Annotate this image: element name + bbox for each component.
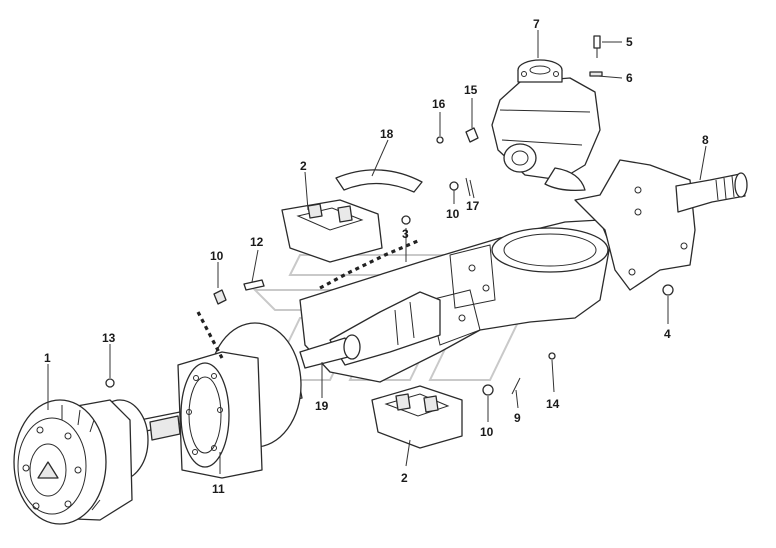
callout-9: 9 <box>514 411 521 425</box>
spring-seat-upper <box>281 199 383 263</box>
brake-backing-plate <box>177 322 302 479</box>
callout-6: 6 <box>626 71 633 85</box>
callout-11: 11 <box>212 482 225 496</box>
callout-19: 19 <box>315 399 329 413</box>
callout-13: 13 <box>102 331 116 345</box>
callout-18: 18 <box>380 127 394 141</box>
leader-lines <box>47 30 707 474</box>
differential-carrier <box>491 59 601 192</box>
spring-seat-lower <box>371 385 463 449</box>
callout-5: 5 <box>626 35 633 49</box>
callout-10-left: 10 <box>210 249 224 263</box>
axle-tube-left <box>299 291 441 369</box>
callout-8: 8 <box>702 133 709 147</box>
wheel-hub <box>13 399 149 525</box>
callout-12: 12 <box>250 235 264 249</box>
callout-7: 7 <box>533 17 540 31</box>
callout-2-lower: 2 <box>401 471 408 485</box>
callout-15: 15 <box>464 83 478 97</box>
callout-10-lower: 10 <box>480 425 494 439</box>
spring-plate <box>335 169 423 193</box>
spindle-right <box>675 172 748 213</box>
callout-16: 16 <box>432 97 446 111</box>
callout-17: 17 <box>466 199 480 213</box>
callout-4: 4 <box>664 327 671 341</box>
callout-3: 3 <box>402 227 409 241</box>
callout-1: 1 <box>44 351 51 365</box>
callout-14: 14 <box>546 397 560 411</box>
callout-10-middle: 10 <box>446 207 460 221</box>
hardware-bolts <box>105 35 674 396</box>
callout-labels: 1 13 11 19 10 12 2 18 3 16 15 7 5 6 8 10… <box>44 17 709 496</box>
callout-2-upper: 2 <box>300 159 307 173</box>
assembly-dotted-path <box>196 238 421 359</box>
